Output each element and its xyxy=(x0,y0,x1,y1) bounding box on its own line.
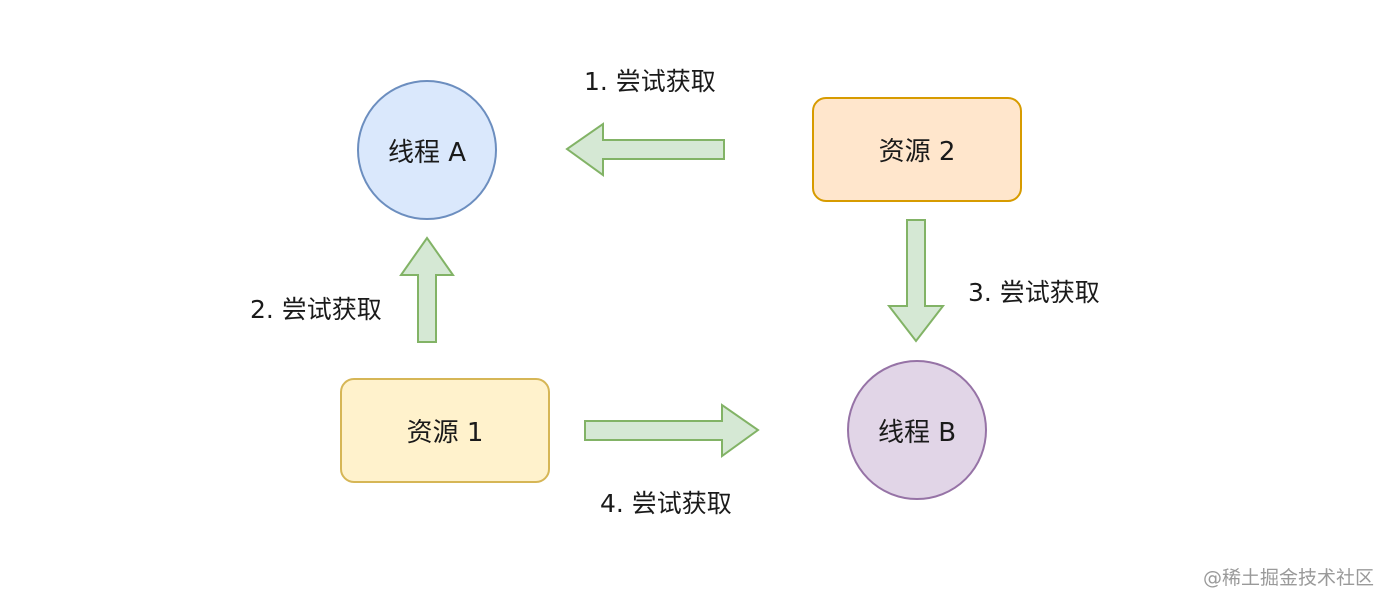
edge-label-3: 3. 尝试获取 xyxy=(968,278,1100,307)
thread-b-node: 线程 B xyxy=(847,360,987,500)
arrow-resource1-to-threadA xyxy=(399,236,455,343)
edge-label-4: 4. 尝试获取 xyxy=(600,489,732,518)
thread-a-label: 线程 A xyxy=(387,137,467,168)
resource-2-label: 资源 2 xyxy=(878,137,956,167)
arrow-resource1-to-threadB xyxy=(584,403,760,458)
edge-label-1: 1. 尝试获取 xyxy=(584,67,716,96)
resource-1-node: 资源 1 xyxy=(340,378,550,483)
thread-b-label: 线程 B xyxy=(877,417,957,448)
arrow-resource2-to-threadB xyxy=(886,219,946,343)
arrow-resource2-to-threadA xyxy=(565,122,725,177)
watermark: @稀土掘金技术社区 xyxy=(1202,567,1374,589)
resource-2-node: 资源 2 xyxy=(812,97,1022,202)
edge-label-2: 2. 尝试获取 xyxy=(250,295,382,324)
resource-1-label: 资源 1 xyxy=(406,418,484,448)
thread-a-node: 线程 A xyxy=(357,80,497,220)
